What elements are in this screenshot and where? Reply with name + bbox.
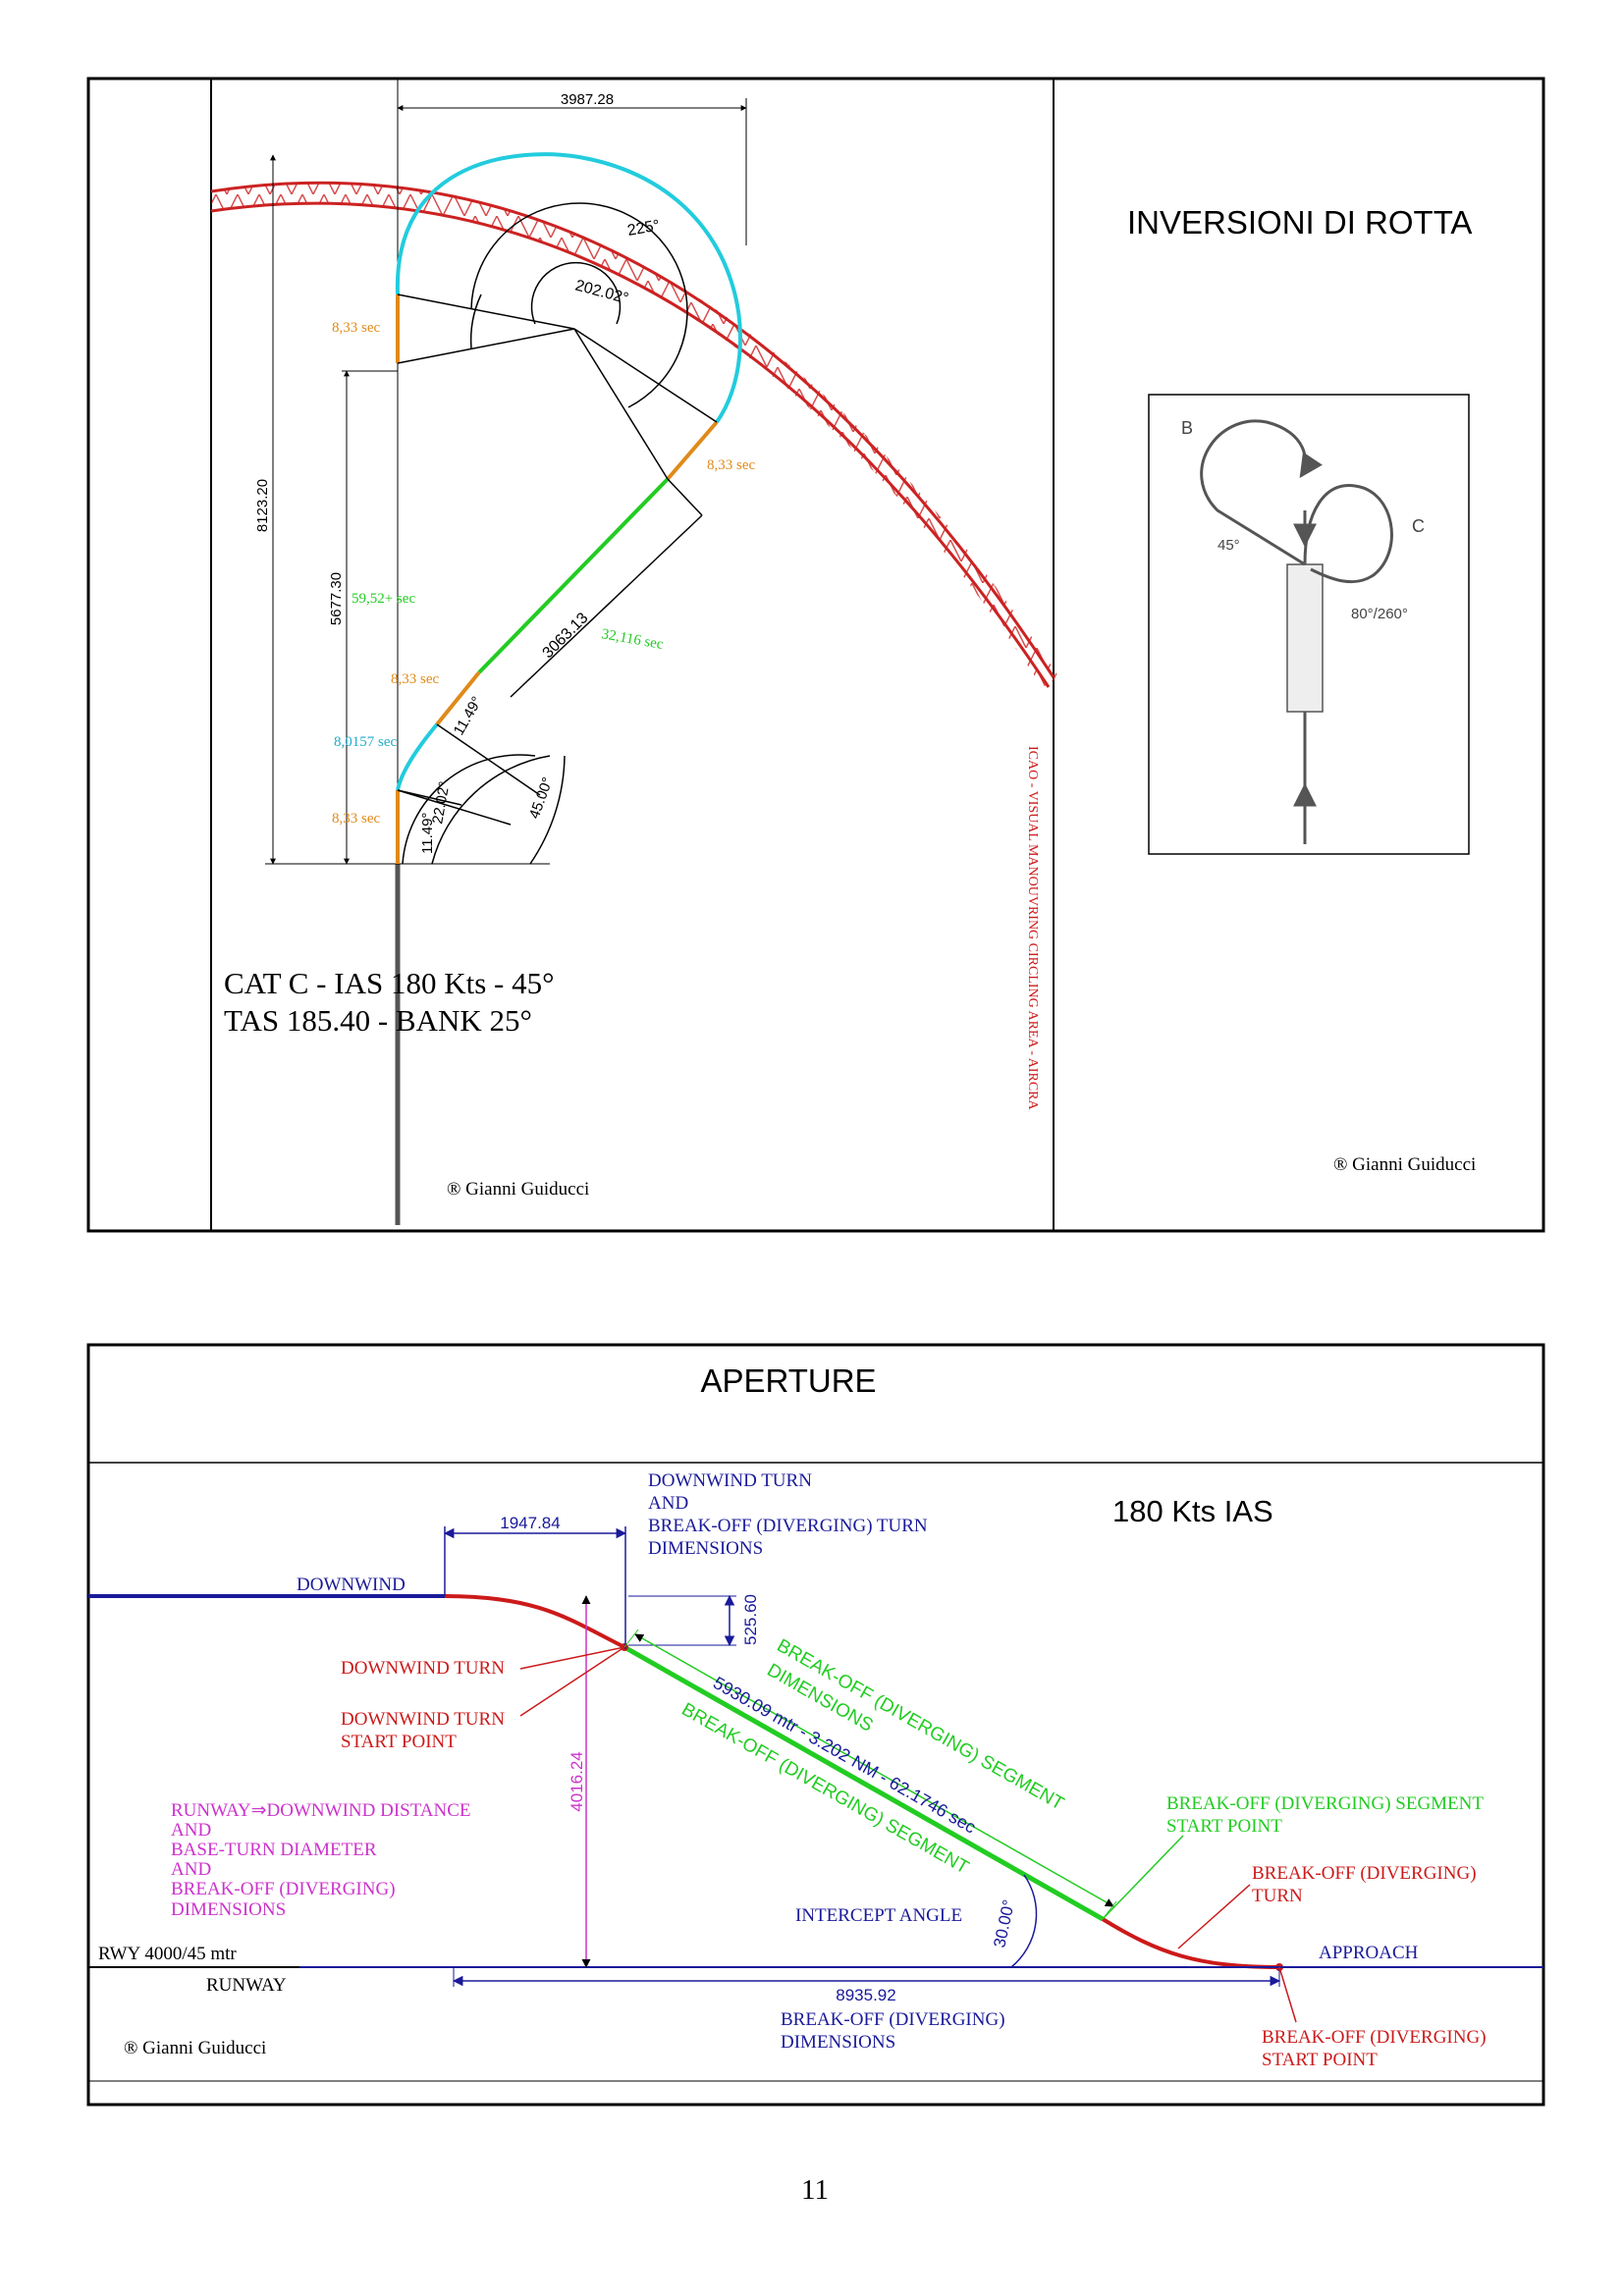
intercept-angle-label: INTERCEPT ANGLE (795, 1905, 962, 1926)
dw-start-1: DOWNWIND TURN (341, 1709, 505, 1730)
dim-3063: 3063.13 (540, 610, 592, 662)
angle-4500: 45.00° (526, 775, 557, 822)
copyright-left: ® Gianni Guiducci (447, 1179, 589, 1200)
dw-dims-3: BREAK-OFF (DIVERGING) TURN (648, 1516, 928, 1536)
approach-label: APPROACH (1319, 1943, 1419, 1963)
inset-label-80260: 80°/260° (1351, 606, 1408, 622)
top-panel-border (86, 77, 1545, 1233)
inset-border (1148, 394, 1470, 855)
dim-1947: 1947.84 (500, 1514, 560, 1532)
sec-833-a: 8,33 sec (332, 320, 380, 336)
speed-label: 180 Kts IAS (1112, 1494, 1273, 1528)
cyan-turn-arc (395, 152, 742, 424)
copyright-bottom: ® Gianni Guiducci (124, 2038, 266, 2058)
inset-label-c: C (1412, 516, 1425, 536)
inset-label-b: B (1181, 418, 1193, 438)
runway-label: RUNWAY (206, 1975, 287, 1996)
construction-lines (397, 202, 718, 865)
bo-start-2: START POINT (1262, 2050, 1378, 2070)
rwy-dist-6: DIMENSIONS (171, 1899, 286, 1920)
downwind-label: DOWNWIND (297, 1575, 406, 1595)
page-number: 11 (801, 2174, 829, 2206)
angle-225: 225° (626, 217, 662, 239)
green-segment (477, 477, 670, 674)
sec-32116: 32,116 sec (600, 626, 665, 653)
orange-segment-right (666, 420, 719, 481)
angle-1149-b: 11.49° (419, 813, 436, 854)
downwind-turn-curve (444, 1594, 625, 1649)
rwy-dist-3: BASE-TURN DIAMETER (171, 1840, 377, 1860)
rwy-label: RWY 4000/45 mtr (98, 1944, 237, 1964)
inset-diagram: B C 45° 80°/260° (1148, 394, 1470, 855)
inset-label-45: 45° (1217, 537, 1240, 554)
breakoff-turn-curve (1101, 1917, 1280, 1969)
bo-turn-1: BREAK-OFF (DIVERGING) (1252, 1863, 1477, 1884)
vertical-caption: ICAO - VISUAL MANOUVRING CIRCLING AREA -… (1025, 746, 1040, 1111)
cat-line-1: CAT C - IAS 180 Kts - 45° (224, 966, 555, 1000)
angle-202: 202.02° (573, 277, 630, 307)
top-panel: 3987.28 8123.20 5677.30 (86, 77, 1545, 1233)
bo-seg-start-2: START POINT (1166, 1816, 1282, 1837)
sec-80157: 8,0157 sec (334, 734, 397, 750)
dim-height-partial-label: 5677.30 (328, 572, 345, 625)
dim-height-total-label: 8123.20 (254, 479, 271, 532)
bottom-panel-border (86, 1343, 1545, 2107)
bottom-panel: APERTURE 180 Kts IAS DOWNWIND 1947.84 52… (86, 1343, 1545, 2107)
inset-runway (1286, 563, 1324, 713)
dim-width-label: 3987.28 (561, 91, 614, 108)
sec-833-b: 8,33 sec (707, 457, 755, 473)
bo-turn-2: TURN (1252, 1886, 1303, 1906)
dw-dims-2: AND (648, 1493, 688, 1514)
sec-833-d: 8,33 sec (332, 811, 380, 827)
rwy-dist-1: RUNWAY⇒DOWNWIND DISTANCE (171, 1800, 471, 1821)
rwy-dist-4: AND (171, 1859, 211, 1880)
copyright-right: ® Gianni Guiducci (1333, 1154, 1476, 1175)
dim-4016: 4016.24 (568, 1751, 586, 1811)
rwy-dist-2: AND (171, 1820, 211, 1841)
dw-dims-1: DOWNWIND TURN (648, 1470, 812, 1491)
title-inversioni: INVERSIONI DI ROTTA (1127, 204, 1472, 240)
sec-5952: 59,52+ sec (352, 591, 415, 607)
dim-8935: 8935.92 (836, 1986, 895, 2004)
bo-dims-b2: DIMENSIONS (781, 2032, 895, 2053)
sec-833-c: 8,33 sec (391, 671, 439, 687)
angle-30: 30.00° (990, 1898, 1018, 1949)
dw-start-2: START POINT (341, 1732, 457, 1752)
bo-seg-start-1: BREAK-OFF (DIVERGING) SEGMENT (1166, 1793, 1484, 1814)
circling-area-arc (209, 181, 1059, 688)
bo-start-1: BREAK-OFF (DIVERGING) (1262, 2027, 1487, 2048)
rwy-dist-5: BREAK-OFF (DIVERGING) (171, 1879, 396, 1899)
dw-dims-4: DIMENSIONS (648, 1538, 763, 1559)
aperture-title: APERTURE (700, 1362, 876, 1399)
dim-525: 525.60 (741, 1594, 760, 1645)
downwind-turn-label: DOWNWIND TURN (341, 1658, 505, 1679)
bo-dims-b1: BREAK-OFF (DIVERGING) (781, 2009, 1005, 2030)
cat-line-2: TAS 185.40 - BANK 25° (224, 1003, 532, 1038)
